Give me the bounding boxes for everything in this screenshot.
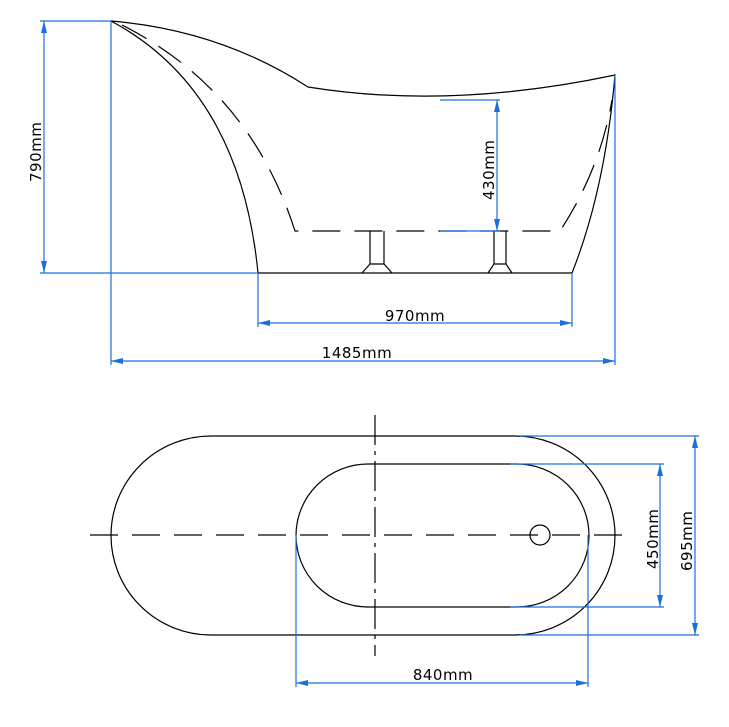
overall-width-label: 695mm [678, 511, 696, 571]
base-length-label: 970mm [385, 307, 445, 325]
dim-970-lines [257, 273, 573, 327]
inner-basin-dashed [121, 24, 613, 232]
basin-depth-label: 430mm [480, 140, 498, 200]
top-view: 695mm 450mm 840mm [90, 415, 699, 687]
dim-695-lines [520, 435, 699, 636]
dim-790-lines [40, 20, 258, 274]
overall-length-label: 1485mm [322, 344, 392, 362]
height-label: 790mm [27, 122, 45, 182]
foot-right [487, 231, 513, 274]
inner-width-label: 450mm [644, 509, 662, 569]
side-view: 790mm 430mm 970mm 1485mm [27, 20, 616, 365]
drain-icon [529, 524, 551, 546]
tub-outline-side [110, 20, 616, 274]
foot-left [361, 231, 393, 274]
dim-450-lines [510, 463, 664, 608]
dim-430-lines [440, 99, 500, 232]
dim-840-lines [295, 535, 589, 687]
dim-1485-lines [110, 21, 616, 365]
inner-length-label: 840mm [413, 666, 473, 684]
